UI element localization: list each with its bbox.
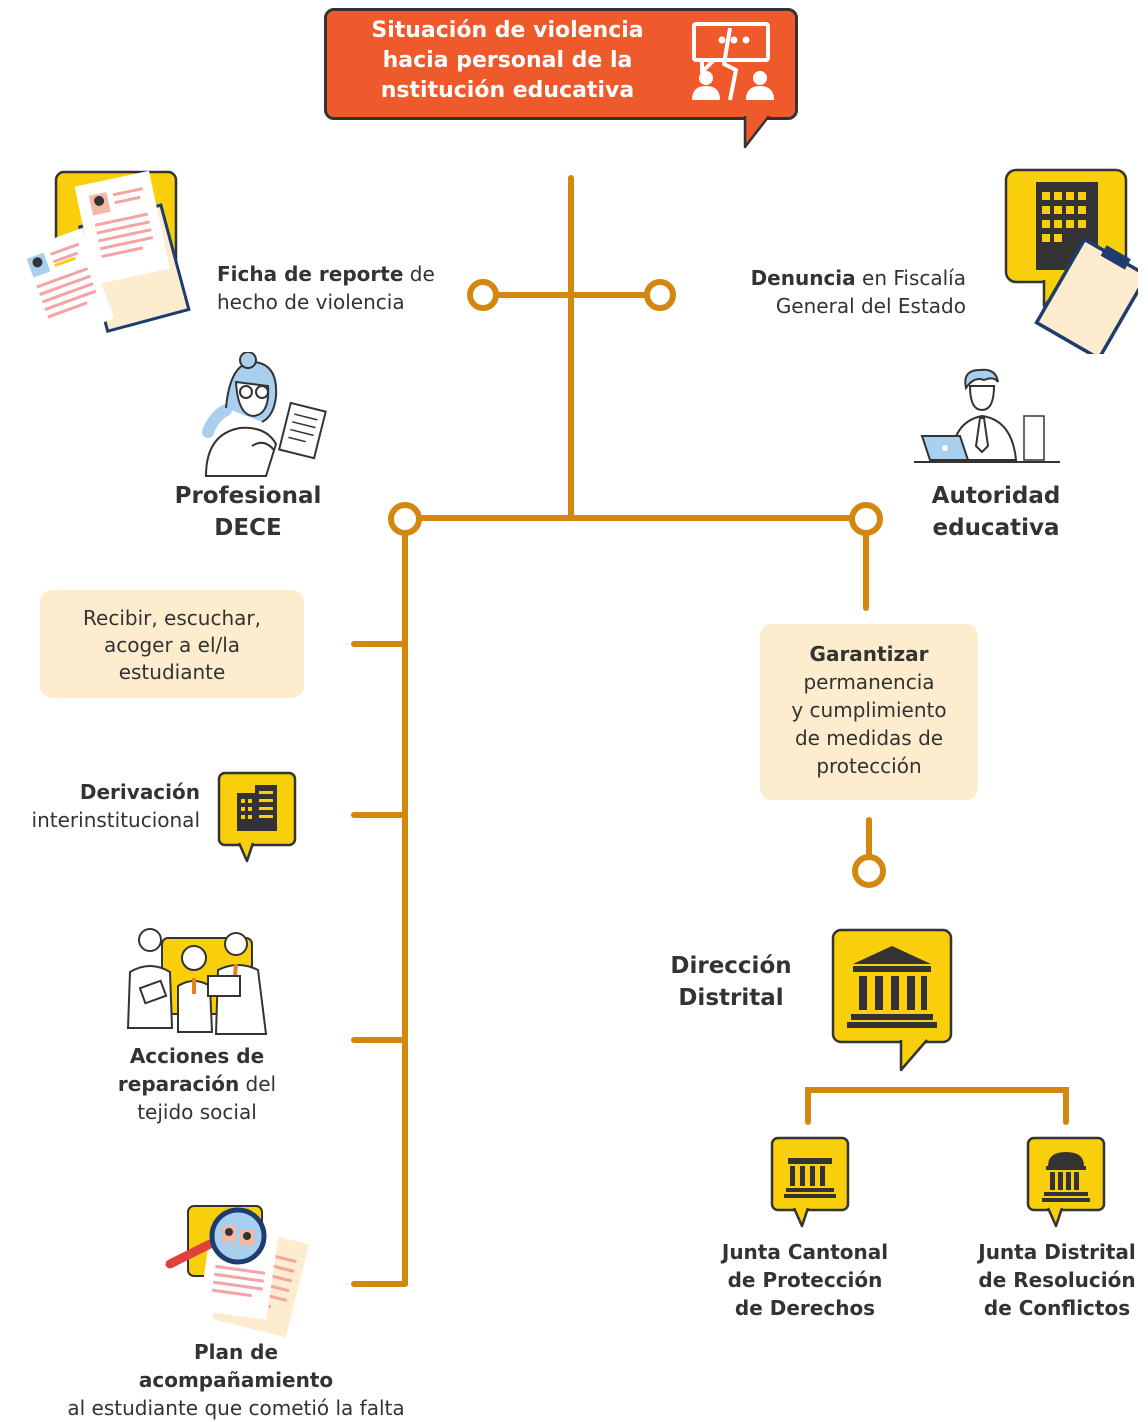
garantizar-line: de medidas de <box>794 726 944 750</box>
recibir-box: Recibir, escuchar, acoger a el/la estudi… <box>40 590 304 698</box>
node-circle <box>644 279 676 311</box>
institution-icon <box>770 1136 850 1228</box>
ficha-label: Ficha de reporte de hecho de violencia <box>217 260 467 316</box>
acciones-bold2: reparación <box>117 1072 240 1096</box>
plan-label: Plan de acompañamiento al estudiante que… <box>26 1338 446 1422</box>
acciones-label: Acciones de reparación del tejido social <box>86 1042 308 1126</box>
recibir-line: Recibir, escuchar, <box>83 606 261 630</box>
garantizar-line: protección <box>816 754 922 778</box>
autoridad-heading: Autoridad educativa <box>898 480 1094 544</box>
ficha-rest: de <box>403 262 435 286</box>
man-with-laptop-icon <box>914 368 1060 463</box>
derivacion-line2: interinstitucional <box>31 808 200 832</box>
derivacion-label: Derivación interinstitucional <box>4 778 200 834</box>
denuncia-label: Denuncia en Fiscalía General del Estado <box>700 264 966 320</box>
magnifier-documents-icon <box>165 1205 310 1338</box>
building-clipboard-icon <box>1004 168 1138 354</box>
junta-cantonal-line: de Protección <box>727 1268 883 1292</box>
buildings-icon <box>217 771 297 863</box>
autoridad-line: educativa <box>932 515 1060 541</box>
institution-icon <box>1026 1136 1106 1228</box>
direccion-line: Dirección <box>670 953 792 979</box>
recibir-line: acoger a el/la <box>103 633 241 657</box>
garantizar-box: Garantizar permanencia y cumplimiento de… <box>760 624 978 800</box>
junta-distrital-line: de Conflictos <box>983 1296 1131 1320</box>
woman-with-document-icon <box>202 352 327 477</box>
dece-line: Profesional <box>174 483 322 509</box>
garantizar-line: y cumplimiento <box>791 698 947 722</box>
garantizar-line: permanencia <box>803 670 935 694</box>
dece-line: DECE <box>214 515 282 541</box>
junta-distrital-line: Junta Distrital <box>978 1240 1136 1264</box>
garantizar-bold: Garantizar <box>809 642 929 666</box>
acciones-bold1: Acciones de <box>129 1044 265 1068</box>
title-line: hacia personal de la <box>382 48 633 73</box>
junta-distrital-label: Junta Distrital de Resolución de Conflic… <box>966 1238 1148 1322</box>
denuncia-rest: en Fiscalía <box>855 266 966 290</box>
acciones-line3: tejido social <box>137 1100 257 1124</box>
node-circle <box>849 502 883 536</box>
plan-line3: al estudiante que cometió la falta <box>67 1396 405 1420</box>
institution-icon <box>831 928 953 1072</box>
recibir-line: estudiante <box>118 660 226 684</box>
direccion-heading: Dirección Distrital <box>642 950 820 1014</box>
denuncia-bold: Denuncia <box>750 266 856 290</box>
node-circle <box>852 854 886 888</box>
title-line: Situación de violencia <box>371 18 644 43</box>
title-line: nstitución educativa <box>380 78 635 103</box>
direccion-line: Distrital <box>678 985 784 1011</box>
plan-bold1: Plan de <box>193 1340 279 1364</box>
report-documents-icon <box>22 170 191 340</box>
plan-bold2: acompañamiento <box>138 1368 334 1392</box>
ficha-bold: Ficha de reporte <box>217 262 404 286</box>
junta-cantonal-line: Junta Cantonal <box>721 1240 889 1264</box>
group-of-people-icon <box>126 928 268 1035</box>
title-box <box>324 8 798 120</box>
dece-heading: Profesional DECE <box>150 480 346 544</box>
ficha-line2: hecho de violencia <box>217 290 405 314</box>
node-circle <box>388 502 422 536</box>
title-text: Situación de violencia hacia personal de… <box>340 16 675 106</box>
denuncia-line2: General del Estado <box>775 294 966 318</box>
junta-cantonal-line: de Derechos <box>734 1296 876 1320</box>
bracket-line <box>805 1087 1069 1125</box>
acciones-rest2: del <box>239 1072 277 1096</box>
junta-cantonal-label: Junta Cantonal de Protección de Derechos <box>700 1238 910 1322</box>
title-bubble-tail <box>743 116 770 149</box>
node-circle <box>467 279 499 311</box>
autoridad-line: Autoridad <box>931 483 1061 509</box>
chat-conflict-icon <box>692 22 774 101</box>
derivacion-bold: Derivación <box>79 780 200 804</box>
junta-distrital-line: de Resolución <box>978 1268 1136 1292</box>
